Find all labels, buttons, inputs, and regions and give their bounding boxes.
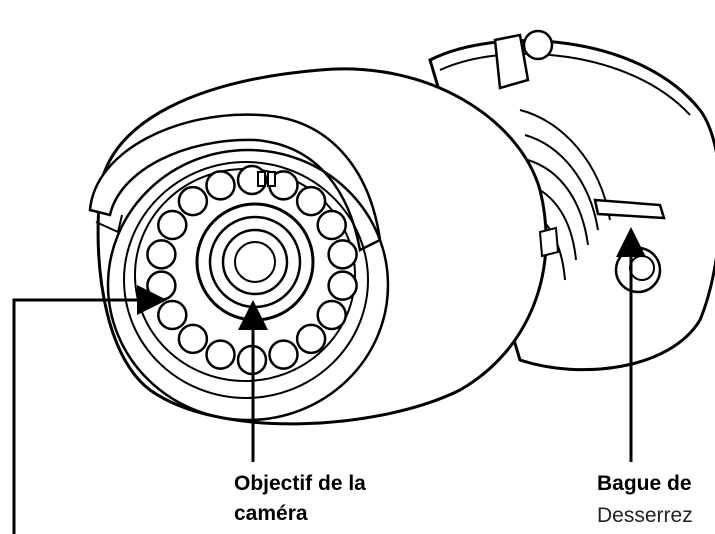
lens-label-line1: Objectif de la	[234, 472, 366, 495]
ir-led	[177, 323, 209, 355]
ir-led	[327, 270, 358, 301]
ir-led	[316, 299, 347, 331]
lens-label-line2: caméra	[234, 502, 308, 525]
ring-label-line1: Bague de	[597, 472, 692, 495]
ir-led	[268, 339, 299, 370]
callout-lines	[12, 227, 646, 534]
ir-led	[146, 239, 177, 270]
ir-led	[205, 339, 236, 370]
ir-led	[327, 239, 358, 270]
camera-body	[88, 67, 560, 426]
ir-led	[157, 209, 188, 241]
ir-led-ring	[146, 164, 358, 376]
ring-label-line2: Desserrez	[597, 504, 693, 527]
ir-led	[146, 270, 177, 301]
ir-led	[177, 185, 209, 217]
camera-lens	[195, 171, 315, 322]
ir-led	[157, 299, 188, 331]
ir-led	[295, 323, 327, 355]
ir-led	[316, 209, 347, 241]
led-callout-line	[12, 285, 167, 534]
ir-led	[295, 185, 327, 217]
ir-led	[205, 170, 236, 201]
